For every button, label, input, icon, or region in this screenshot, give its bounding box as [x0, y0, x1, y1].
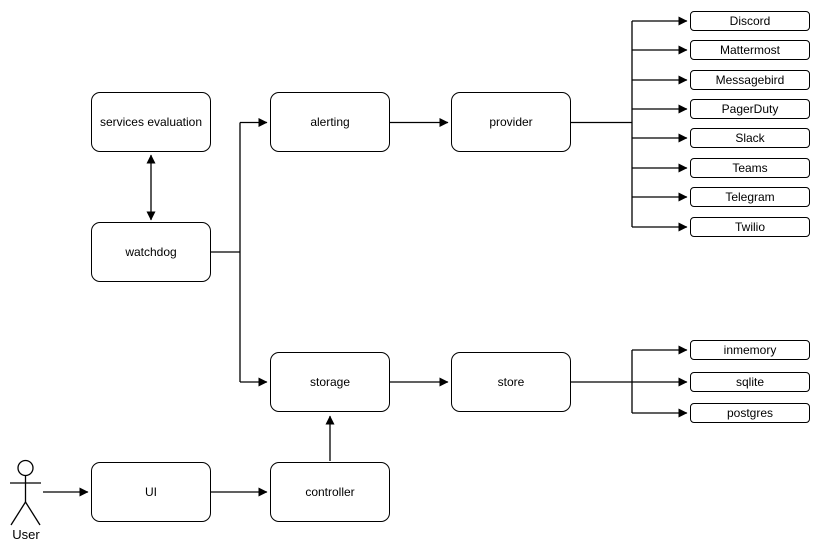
user-actor-icon [10, 459, 41, 526]
node-provider-twilio: Twilio [690, 217, 810, 237]
node-provider-discord: Discord [690, 11, 810, 31]
node-store-postgres: postgres [690, 403, 810, 423]
node-provider-teams: Teams [690, 158, 810, 178]
node-controller: controller [270, 462, 390, 522]
node-alerting: alerting [270, 92, 390, 152]
node-provider-mattermost: Mattermost [690, 40, 810, 60]
node-store: store [451, 352, 571, 412]
node-provider-messagebird: Messagebird [690, 70, 810, 90]
node-storage: storage [270, 352, 390, 412]
node-provider-pagerduty: PagerDuty [690, 99, 810, 119]
edge-store-trunk [571, 350, 633, 413]
node-watchdog: watchdog [91, 222, 211, 282]
edge-provider-trunk [571, 21, 633, 227]
node-provider: provider [451, 92, 571, 152]
node-store-sqlite: sqlite [690, 372, 810, 392]
edge-watchdog-trunk [211, 122, 241, 382]
node-provider-slack: Slack [690, 128, 810, 148]
node-provider-telegram: Telegram [690, 187, 810, 207]
node-ui: UI [91, 462, 211, 522]
user-actor-label: User [12, 527, 40, 542]
node-store-inmemory: inmemory [690, 340, 810, 360]
node-services-evaluation: services evaluation [91, 92, 211, 152]
